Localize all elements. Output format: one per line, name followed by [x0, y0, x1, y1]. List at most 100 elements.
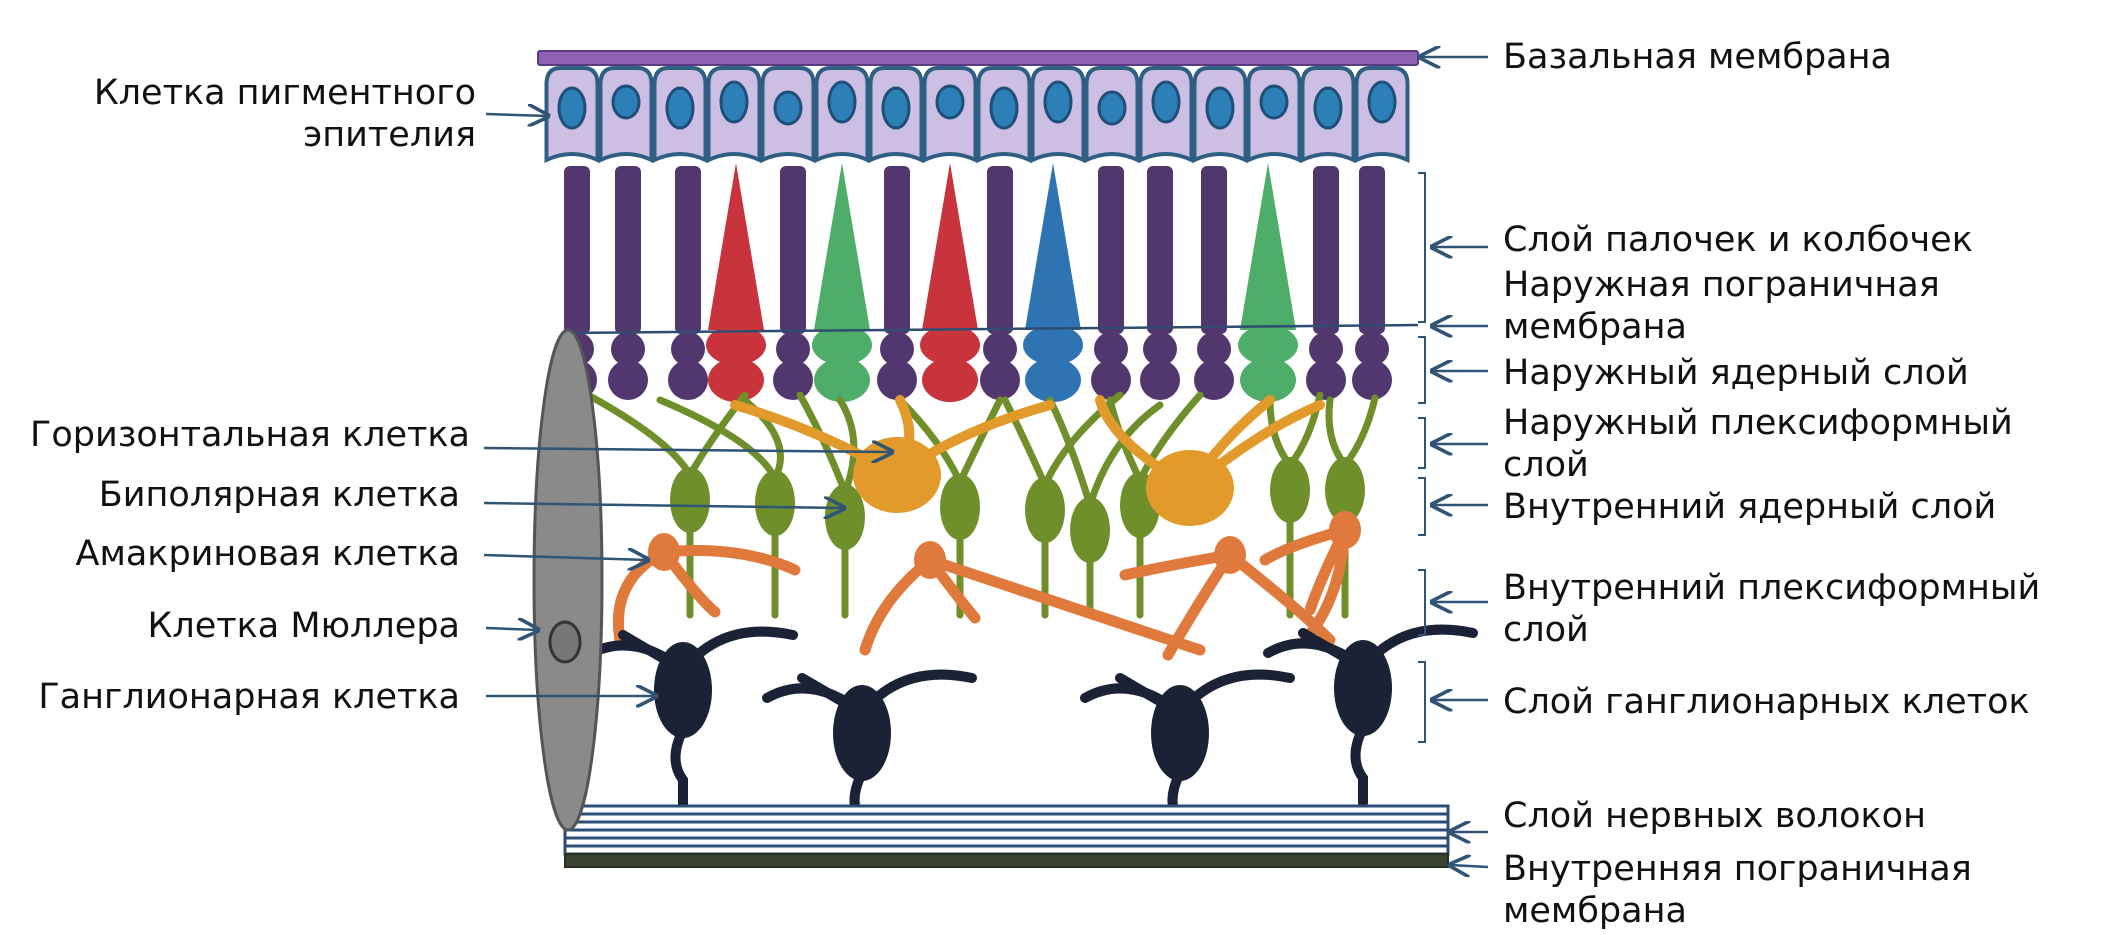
bipolar-cell-body: [1025, 477, 1065, 543]
amacrine-process: [924, 554, 1206, 656]
bipolar-dendrite: [1086, 401, 1164, 509]
cone-pedicle: [708, 358, 764, 402]
horizontal-cell-body: [1146, 450, 1234, 526]
nucleus: [1097, 90, 1127, 126]
bipolar-cell-body: [670, 467, 710, 533]
bipolar-dendrite: [1341, 394, 1379, 469]
photoreceptor-layer: [557, 163, 1392, 402]
layer-bracket: [1418, 172, 1426, 323]
rod-synapse: [877, 360, 917, 400]
label-ganglion-cell: Ганглионарная клетка: [38, 677, 460, 717]
bipolar-dendrite: [1046, 396, 1094, 509]
arrow-horizontal-cell: [483, 448, 892, 452]
horizontal-cell: [1095, 395, 1325, 526]
nucleus: [989, 86, 1019, 130]
nucleus: [1313, 86, 1343, 130]
rod-outer-segment: [780, 166, 806, 334]
cone-outer-segment: [922, 163, 978, 330]
label-amacrine-cell: Амакриновая клетка: [75, 534, 460, 574]
nucleus: [1205, 86, 1235, 130]
cone-outer-segment: [1240, 163, 1296, 330]
pigment-epithelium-cell: [1192, 66, 1248, 164]
cone-pedicle: [1240, 358, 1296, 402]
rod-cell: [1352, 166, 1392, 400]
pigment-epithelium-cell: [868, 66, 924, 164]
nucleus: [719, 80, 749, 124]
cone-nucleus: [1238, 325, 1298, 365]
inner-limiting-membrane: [564, 853, 1449, 868]
bipolar-dendrite: [584, 391, 694, 479]
label-inner-plexiform-layer: Внутренний плексиформный слой: [1503, 568, 2041, 650]
amacrine-process: [658, 545, 801, 576]
ganglion-cell: [1263, 624, 1478, 808]
rod-nucleus: [983, 332, 1017, 366]
layer-bracket: [1418, 569, 1426, 636]
rod-nucleus: [1143, 332, 1177, 366]
label-outer-nuclear-layer: Наружный ядерный слой: [1503, 353, 1969, 393]
nucleus: [611, 84, 641, 120]
bipolar-dendrite: [656, 396, 779, 482]
bipolar-cell-body: [1270, 457, 1310, 523]
rod-cell: [980, 166, 1020, 400]
bipolar-cell-body: [1325, 457, 1365, 523]
pigment-epithelium-cell: [922, 66, 978, 164]
layer-brackets: [1418, 172, 1426, 743]
rod-cell: [608, 166, 648, 400]
label-ganglion-cell-layer: Слой ганглионарных клеток: [1503, 682, 2030, 722]
label-inner-limiting-membrane: Внутренняя пограничная мембрана: [1503, 849, 1972, 931]
pigment-epithelium-cell: [1138, 66, 1194, 164]
rod-synapse: [1306, 360, 1346, 400]
cone-cell-green: [1238, 163, 1298, 402]
cone-outer-segment: [1025, 163, 1081, 330]
bipolar-dendrite: [1325, 396, 1349, 469]
rod-outer-segment: [1359, 166, 1385, 334]
pigment-epithelium-cell: [1300, 66, 1356, 164]
cone-cell-green: [812, 163, 872, 402]
rod-cell: [1091, 166, 1131, 400]
nerve-fiber-layer: [563, 804, 1450, 856]
rod-cell: [1306, 166, 1346, 400]
basal-membrane: [537, 50, 1419, 66]
label-pigment-epithelium-cell: Клетка пигментного эпителия: [93, 73, 476, 155]
rod-nucleus: [776, 332, 810, 366]
cone-pedicle: [814, 358, 870, 402]
pigment-epithelium-cell: [652, 66, 708, 164]
rod-cell: [877, 166, 917, 400]
label-outer-limiting-membrane: Наружная пограничная мембрана: [1503, 265, 1940, 347]
cone-outer-segment: [814, 163, 870, 330]
label-basal-membrane: Базальная мембрана: [1503, 37, 1892, 77]
arrow-amacrine-cell: [483, 555, 648, 560]
rod-outer-segment: [987, 166, 1013, 334]
rod-cell: [773, 166, 813, 400]
arrow-bipolar-cell: [483, 503, 844, 508]
ganglion-cell: [1080, 669, 1295, 853]
ganglion-cell-body: [654, 642, 712, 738]
cone-pedicle: [922, 358, 978, 402]
rod-outer-segment: [884, 166, 910, 334]
amacrine-cells: [612, 511, 1361, 661]
pigment-epithelium-cell: [706, 66, 762, 164]
amacrine-cell-body: [914, 541, 946, 579]
rod-nucleus: [1094, 332, 1128, 366]
rod-synapse: [773, 360, 813, 400]
nucleus: [1151, 80, 1181, 124]
cone-pedicle: [1025, 358, 1081, 402]
nucleus: [881, 86, 911, 130]
amacrine-cell-body: [648, 533, 680, 571]
pigment-epithelium-cell: [814, 66, 870, 164]
muller-cell: [532, 328, 604, 832]
ganglion-cell: [583, 626, 798, 810]
pigment-epithelium-layer: [544, 66, 1410, 164]
pigment-epithelium-cell: [976, 66, 1032, 164]
amacrine-process: [1224, 549, 1336, 646]
rod-outer-segment: [1313, 166, 1339, 334]
rod-nucleus: [671, 332, 705, 366]
rod-cell: [1194, 166, 1234, 400]
horizontal-cell-body: [853, 437, 941, 513]
rod-synapse: [980, 360, 1020, 400]
layer-bracket: [1418, 336, 1426, 404]
bipolar-dendrite: [956, 396, 1004, 486]
nucleus: [1367, 80, 1397, 124]
rod-synapse: [608, 360, 648, 400]
ganglion-cell-body: [833, 685, 891, 781]
